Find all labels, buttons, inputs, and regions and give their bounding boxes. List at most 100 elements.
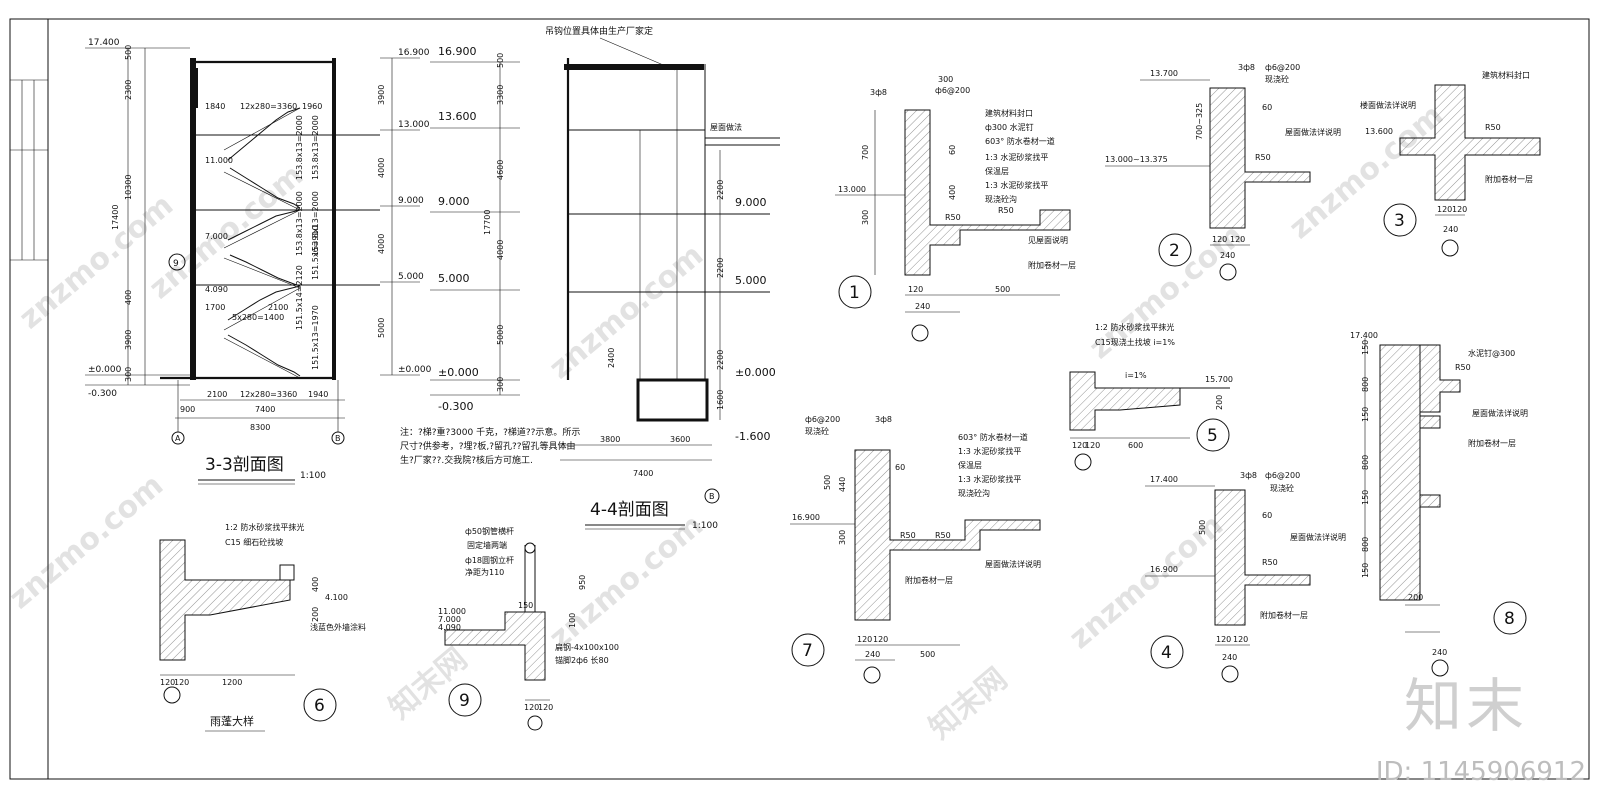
- dim-label: 60: [1262, 511, 1272, 520]
- level-label: 9.000: [398, 196, 424, 206]
- level-label: ±0.000: [398, 365, 432, 375]
- section-4-4: 吊钩位置具体由生产厂家定 16.900 13.600 9.000 5.000 ±…: [430, 25, 780, 531]
- dim-label: 120: [908, 285, 923, 294]
- level-label: 15.700: [1205, 375, 1233, 384]
- dim-label: 150: [518, 601, 533, 610]
- dim-label: 240: [1220, 251, 1235, 260]
- level-label: 7.000: [205, 232, 228, 241]
- watermark-cn: 知末网: [383, 641, 474, 726]
- flight-label: 153.8x13=2000: [295, 115, 304, 180]
- dim-label: 500: [995, 285, 1010, 294]
- watermark-text: znzmo.com: [13, 188, 180, 336]
- radius-label: R50: [900, 531, 916, 540]
- level-label: -0.300: [88, 389, 117, 399]
- detail-number: 4: [1161, 643, 1172, 663]
- dim-label: 400: [311, 577, 320, 592]
- dim-label: 60: [895, 463, 905, 472]
- note-label: 1:2 防水砂浆找平抹光: [1095, 322, 1174, 332]
- dim-label: 7400: [633, 469, 653, 478]
- note-label: 水泥钉@300: [1468, 348, 1515, 358]
- dim-label: 100: [568, 613, 577, 628]
- dim-label: 240: [1432, 648, 1447, 657]
- dim-label: 240: [1443, 225, 1458, 234]
- rebar-label: ф6@200: [1265, 63, 1300, 72]
- detail-number: 1: [849, 283, 860, 303]
- level-label: 13.700: [1150, 69, 1178, 78]
- general-note: 注：?梯?重?3000 千克，?梯道??示意。所示尺寸?供参考，?埋?板,?留孔…: [400, 428, 580, 466]
- radius-label: R50: [935, 531, 951, 540]
- note-label: 现浇砼沟: [958, 488, 990, 498]
- note-label: 1:3 水泥砂浆找平: [958, 474, 1021, 484]
- dim-label: 240: [1222, 653, 1237, 662]
- note-label: 浅蓝色外墙涂料: [310, 622, 366, 632]
- note-label: ф18圆钢立杆: [465, 555, 514, 565]
- note-label: 屋面做法详说明: [985, 559, 1041, 569]
- radius-label: R50: [1455, 363, 1471, 372]
- dim-label: 120: [873, 635, 888, 644]
- level-label: -1.600: [735, 430, 770, 443]
- section-scale: 1:100: [692, 521, 718, 531]
- dim-label: 60: [1262, 103, 1272, 112]
- dim-label: 1200: [222, 678, 242, 687]
- level-label: 13.000: [838, 185, 866, 194]
- detail-number: 2: [1169, 241, 1180, 261]
- note-label: 附加卷材一层: [905, 575, 953, 585]
- level-label: 16.900: [792, 513, 820, 522]
- rebar-label: 3ф8: [875, 415, 892, 424]
- note-label: 扁钢-4x100x100: [555, 642, 619, 652]
- axis-label: A: [175, 434, 181, 443]
- dim-label: 120: [1085, 441, 1100, 450]
- callout-number: 9: [173, 259, 179, 269]
- dim-label: 4000: [496, 240, 505, 260]
- dim-label: 4600: [496, 160, 505, 180]
- dim-label: 200: [1215, 395, 1224, 410]
- detail-4: 3ф8 ф6@200 现浇砼 屋面做法详说明 附加卷材一层 R50 17.400…: [1145, 471, 1346, 683]
- flight-label: 151.5x13=1970: [311, 305, 320, 370]
- axis-label: B: [335, 434, 341, 443]
- detail-number: 7: [802, 641, 813, 661]
- dim-label: 800: [1361, 377, 1370, 392]
- dim-label: 5000: [496, 325, 505, 345]
- note-label: 现浇砼: [1270, 483, 1294, 493]
- detail-ref-bubble: [1441, 239, 1459, 257]
- dim-label: 500: [124, 45, 133, 60]
- dim-label: 300: [861, 210, 870, 225]
- dim-label: 120: [1212, 235, 1227, 244]
- detail-ref-bubble: [863, 666, 881, 684]
- dim-label: 2200: [716, 180, 725, 200]
- dim-label: 120: [538, 703, 553, 712]
- dim-label: 5000: [377, 318, 386, 338]
- dim-label: 120: [1437, 205, 1452, 214]
- dim-label: 4000: [377, 158, 386, 178]
- dim-label: 600: [1128, 441, 1143, 450]
- dim-label: 200: [311, 607, 320, 622]
- level-label: ±0.000: [438, 366, 479, 379]
- dim-label: 300: [838, 530, 847, 545]
- detail-number-bubble: [1493, 601, 1527, 635]
- detail-number-bubble: [448, 683, 482, 717]
- dim-label: 500: [496, 53, 505, 68]
- dim-label: 950: [578, 575, 587, 590]
- level-label: 5.000: [438, 272, 470, 285]
- detail-number: 6: [314, 696, 325, 716]
- detail-ref-bubble: [1431, 659, 1449, 677]
- dim-label: 800: [1361, 455, 1370, 470]
- dim-label: 800: [1361, 537, 1370, 552]
- detail-ref-bubble: [911, 324, 929, 342]
- detail-ref-bubble: [1221, 665, 1239, 683]
- sheet-frame: [9, 18, 1590, 780]
- axis-bubble: [704, 488, 720, 504]
- dim-label: 150: [1361, 407, 1370, 422]
- dim-label: 500: [823, 475, 832, 490]
- level-label: 5.000: [398, 272, 424, 282]
- dim-label: 10300: [124, 175, 133, 200]
- section-scale: 1:100: [300, 471, 326, 481]
- radius-label: R50: [1262, 558, 1278, 567]
- dim-label: 2100: [207, 390, 227, 399]
- dim-label: 2100: [268, 303, 288, 312]
- flight-label: 153.8x13=2000: [295, 191, 304, 256]
- dim-label: 150: [1361, 340, 1370, 355]
- level-label: 13.600: [438, 110, 477, 123]
- note-label: 现浇砼: [1265, 74, 1289, 84]
- dim-label: 120: [857, 635, 872, 644]
